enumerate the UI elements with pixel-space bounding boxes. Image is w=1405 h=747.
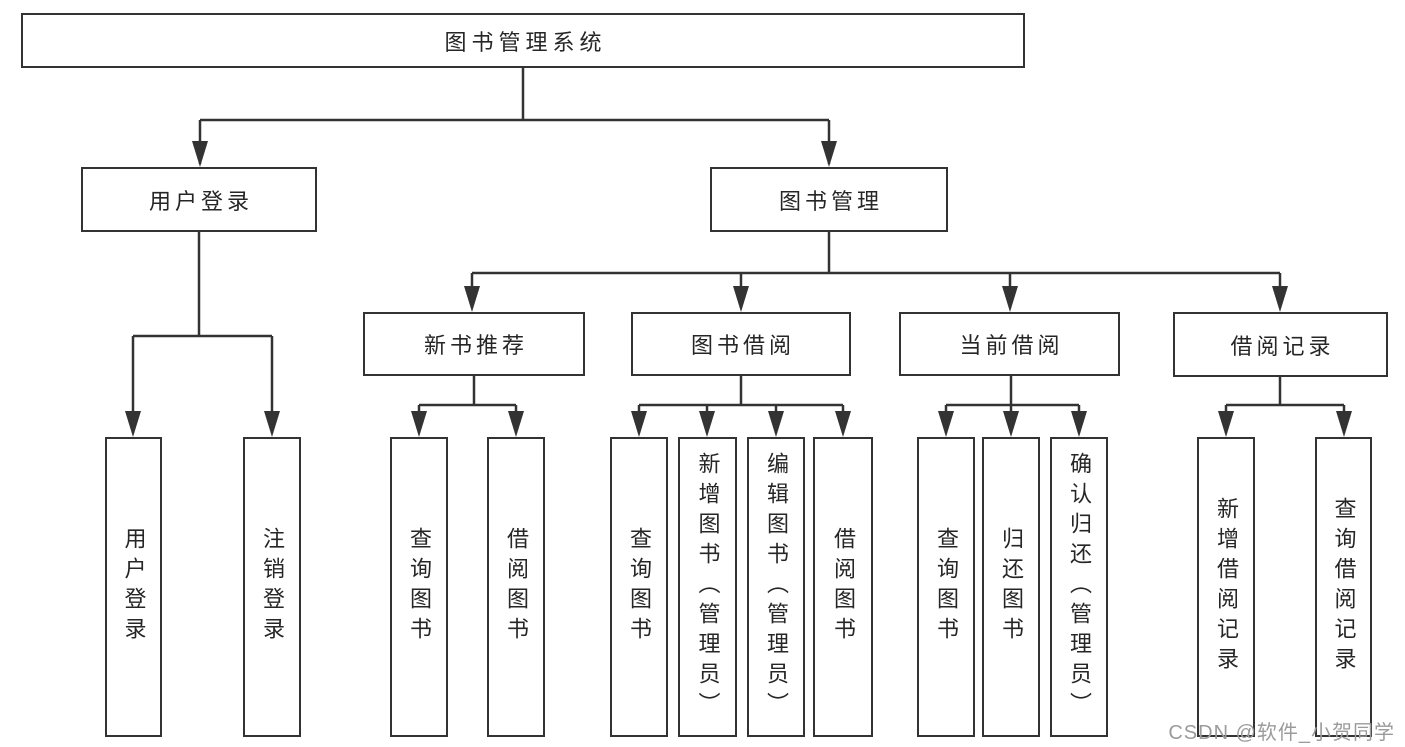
leaf-add-borrow-record-label: 新增借阅记录 bbox=[1214, 497, 1239, 677]
leaf-query-borrow-record: 查询借阅记录 bbox=[1315, 437, 1372, 737]
leaf-query-book-1: 查询图书 bbox=[390, 437, 448, 737]
node-current-borrow: 当前借阅 bbox=[899, 312, 1120, 376]
node-borrow-record-label: 借阅记录 bbox=[1230, 333, 1335, 359]
leaf-query-book-3: 查询图书 bbox=[917, 437, 975, 737]
leaf-query-borrow-record-label: 查询借阅记录 bbox=[1331, 497, 1357, 677]
leaf-logout-label: 注销登录 bbox=[260, 527, 285, 647]
node-user-login: 用户登录 bbox=[81, 167, 317, 232]
node-root: 图书管理系统 bbox=[21, 13, 1025, 68]
node-book-management-label: 图书管理 bbox=[778, 188, 883, 214]
leaf-query-book-2: 查询图书 bbox=[610, 437, 668, 737]
leaf-borrow-book-2-label: 借阅图书 bbox=[831, 527, 856, 647]
node-book-management: 图书管理 bbox=[710, 167, 948, 232]
leaf-borrow-book-2: 借阅图书 bbox=[813, 437, 873, 737]
leaf-borrow-book-1-label: 借阅图书 bbox=[504, 527, 529, 647]
node-current-borrow-label: 当前借阅 bbox=[959, 333, 1064, 358]
leaf-confirm-return-admin-label: 确认归还（管理员） bbox=[1067, 452, 1092, 722]
node-new-book-recommend-label: 新书推荐 bbox=[423, 333, 528, 358]
leaf-query-book-3-label: 查询图书 bbox=[934, 527, 959, 647]
leaf-confirm-return-admin: 确认归还（管理员） bbox=[1050, 437, 1108, 737]
node-book-borrow-label: 图书借阅 bbox=[690, 333, 795, 358]
leaf-user-login: 用户登录 bbox=[105, 437, 162, 737]
leaf-add-book-admin-label: 新增图书（管理员） bbox=[695, 452, 721, 722]
leaf-edit-book-admin-label: 编辑图书（管理员） bbox=[764, 452, 789, 722]
node-user-login-label: 用户登录 bbox=[148, 188, 253, 214]
node-book-borrow: 图书借阅 bbox=[631, 312, 851, 376]
node-borrow-record: 借阅记录 bbox=[1173, 312, 1388, 377]
leaf-edit-book-admin: 编辑图书（管理员） bbox=[747, 437, 805, 737]
leaf-add-borrow-record: 新增借阅记录 bbox=[1197, 437, 1255, 737]
leaf-add-book-admin: 新增图书（管理员） bbox=[678, 437, 737, 737]
node-new-book-recommend: 新书推荐 bbox=[363, 312, 585, 376]
leaf-user-login-label: 用户登录 bbox=[121, 527, 147, 647]
leaf-borrow-book-1: 借阅图书 bbox=[487, 437, 545, 737]
node-root-label: 图书管理系统 bbox=[444, 29, 607, 55]
leaf-query-book-2-label: 查询图书 bbox=[627, 527, 652, 647]
watermark: CSDN @软件_小贺同学 bbox=[1168, 722, 1395, 744]
leaf-query-book-1-label: 查询图书 bbox=[407, 527, 432, 647]
leaf-return-book: 归还图书 bbox=[982, 437, 1040, 737]
leaf-logout: 注销登录 bbox=[243, 437, 301, 737]
leaf-return-book-label: 归还图书 bbox=[999, 527, 1024, 647]
